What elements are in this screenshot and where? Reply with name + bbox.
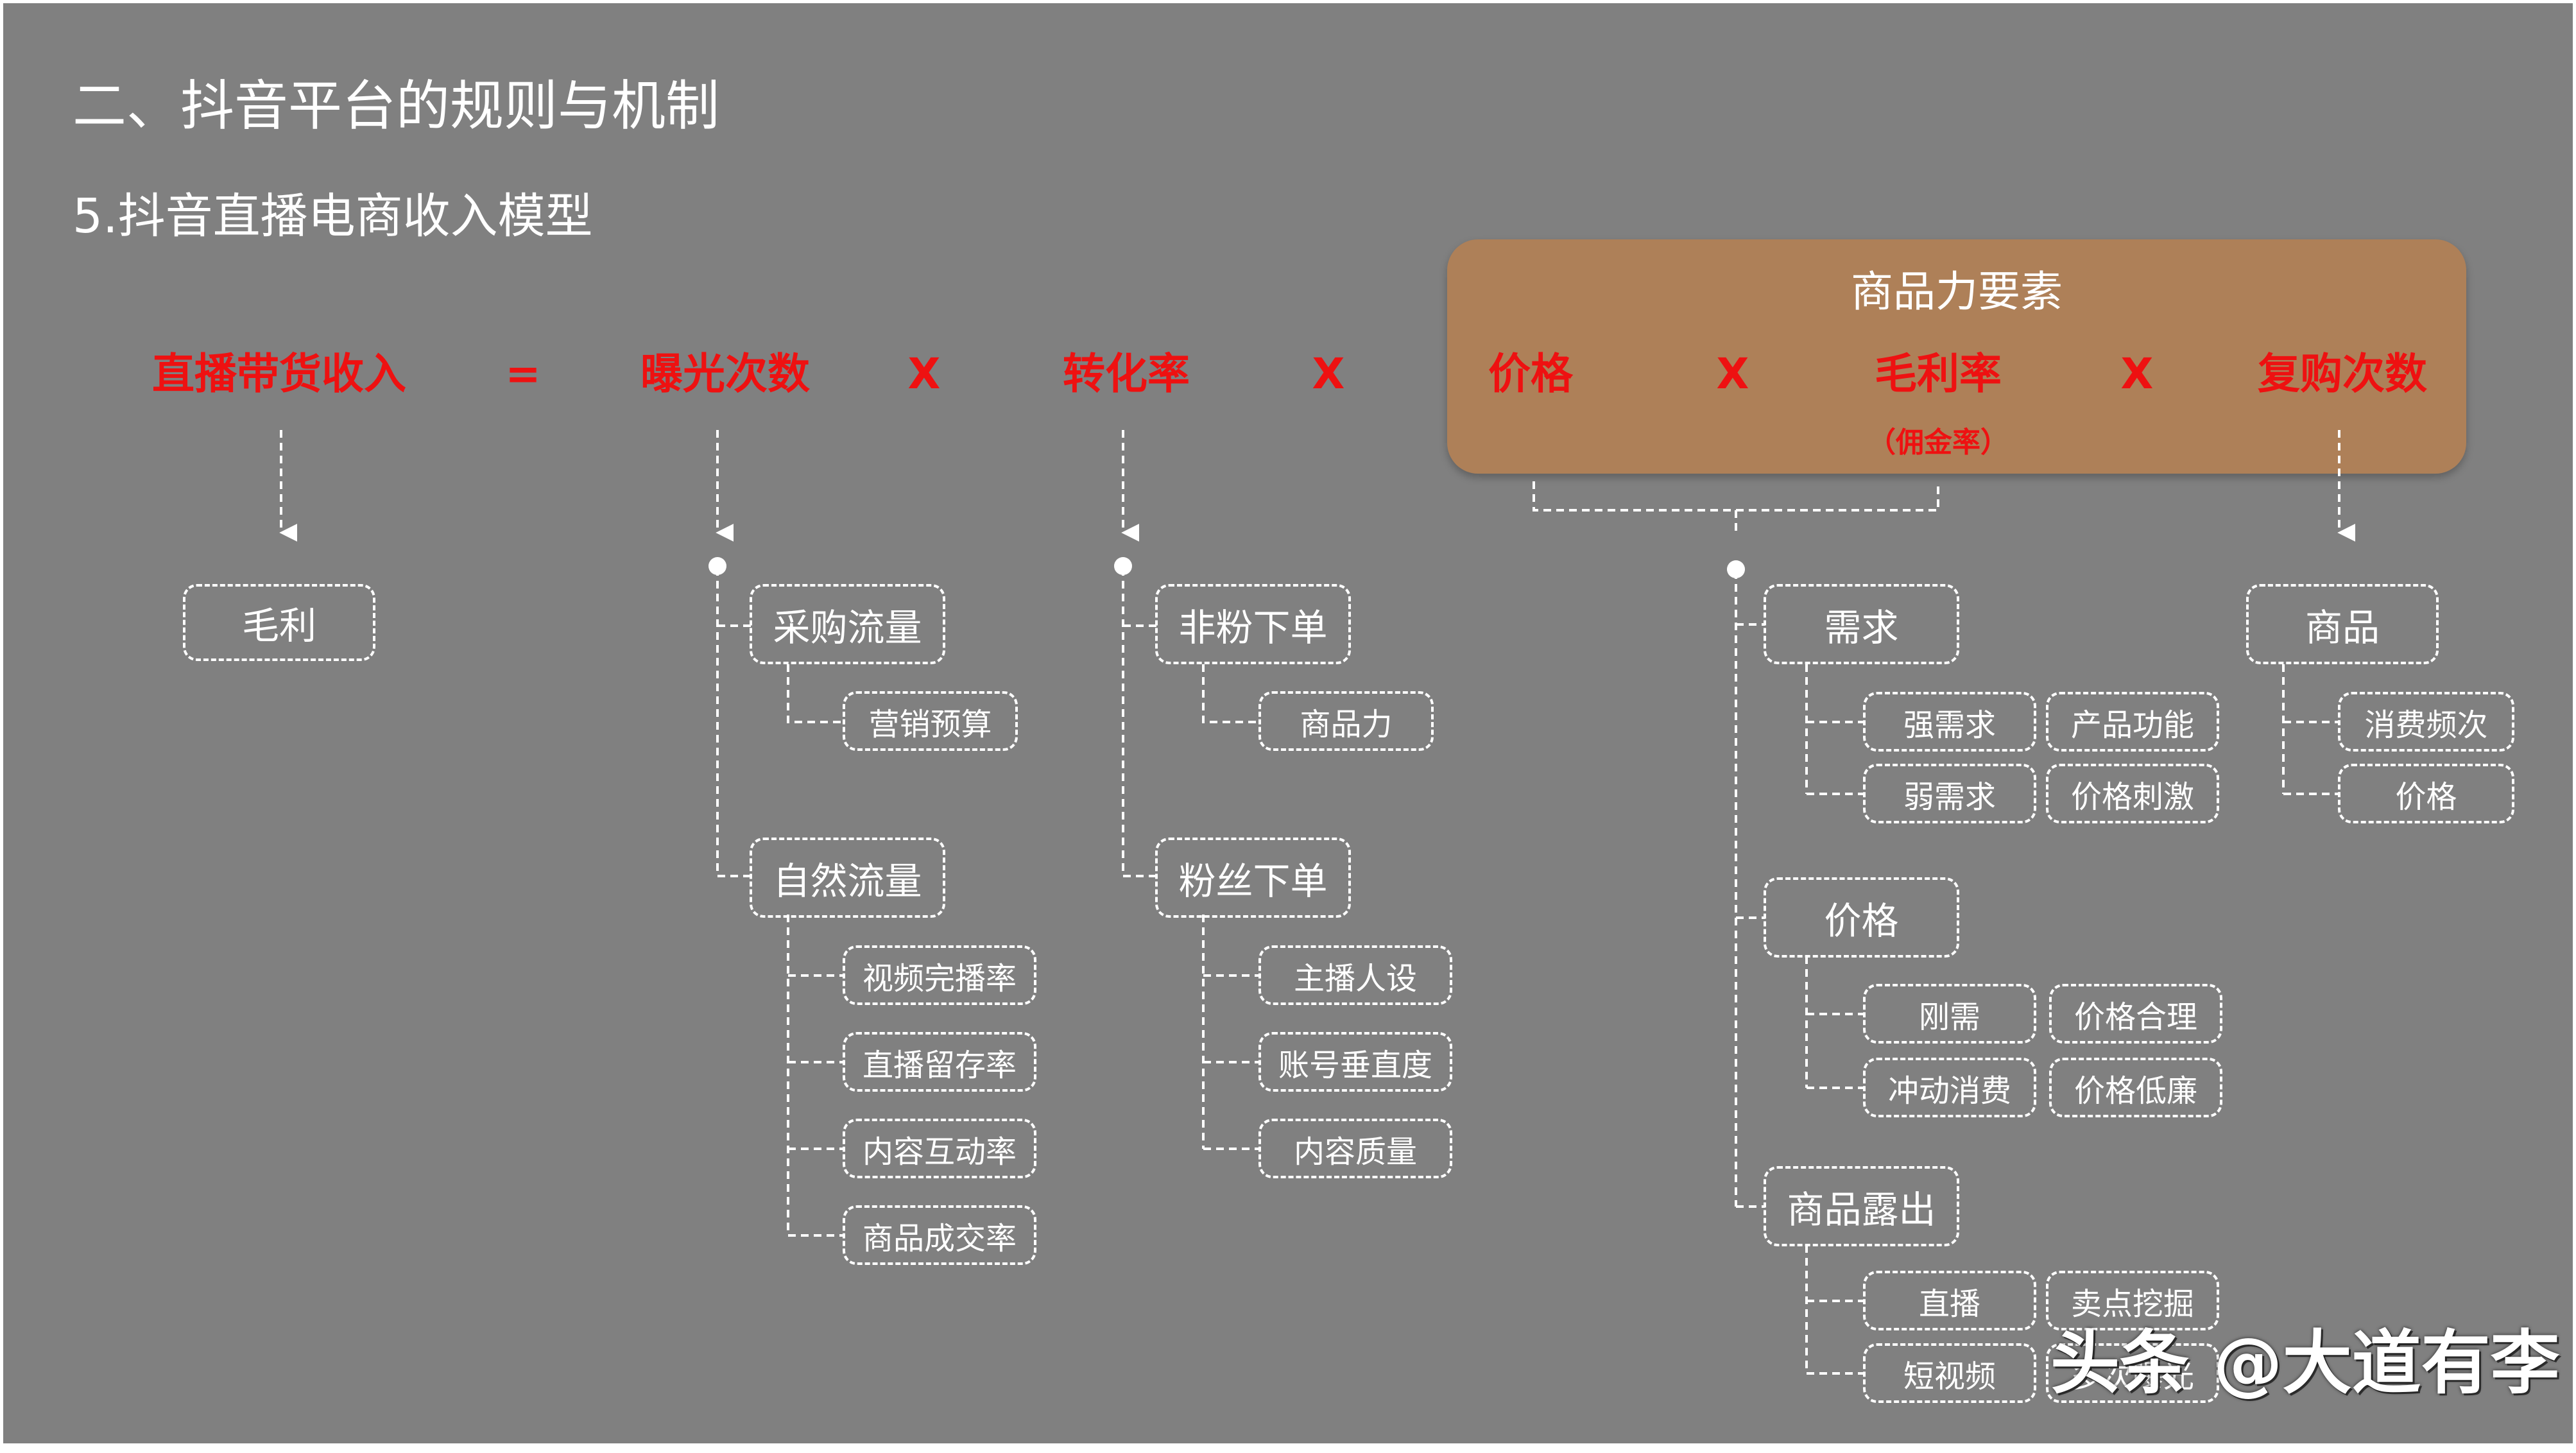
box-purchase-traffic: 采购流量 <box>750 584 945 664</box>
box-video-completion-rate: 视频完播率 <box>843 945 1036 1005</box>
term-revenue: 直播带货收入 <box>152 349 406 399</box>
product-factors-panel <box>1447 239 2466 474</box>
page-title: 二、抖音平台的规则与机制 <box>73 74 720 137</box>
box-demand: 需求 <box>1764 584 1959 664</box>
margin-note: （佣金率） <box>1868 426 2009 459</box>
box-price: 价格 <box>1764 877 1959 958</box>
box-account-verticality: 账号垂直度 <box>1258 1032 1452 1092</box>
box-product-strength: 商品力 <box>1258 691 1434 751</box>
connector-lines <box>279 430 2356 1375</box>
box-reasonable-price: 价格合理 <box>2049 984 2222 1044</box>
box-product-price: 价格 <box>2338 764 2514 823</box>
box-selling-point: 卖点挖掘 <box>2046 1271 2219 1330</box>
box-product-exposure: 商品露出 <box>1764 1166 1959 1246</box>
term-conversion: 转化率 <box>1063 349 1190 399</box>
operator-equals: = <box>505 349 541 399</box>
box-strong-demand: 强需求 <box>1863 692 2036 752</box>
operator-times-2: X <box>1312 349 1345 399</box>
box-profit: 毛利 <box>183 584 375 661</box>
box-short-video: 短视频 <box>1863 1343 2036 1403</box>
term-exposure: 曝光次数 <box>640 349 810 399</box>
product-factors-title: 商品力要素 <box>1851 267 2063 316</box>
box-livestream: 直播 <box>1863 1271 2036 1330</box>
term-repurchase: 复购次数 <box>2258 349 2427 399</box>
box-product-function: 产品功能 <box>2046 692 2219 752</box>
box-host-persona: 主播人设 <box>1258 945 1452 1005</box>
box-price-stimulus: 价格刺激 <box>2046 764 2219 823</box>
box-product: 商品 <box>2246 584 2439 664</box>
box-weak-demand: 弱需求 <box>1863 764 2036 823</box>
operator-times-1: X <box>907 349 941 399</box>
box-nonfan-orders: 非粉下单 <box>1155 584 1351 664</box>
term-price: 价格 <box>1488 349 1573 399</box>
box-product-conversion-rate: 商品成交率 <box>843 1205 1036 1265</box>
box-fan-orders: 粉丝下单 <box>1155 838 1351 918</box>
operator-times-4: X <box>2120 349 2154 399</box>
box-natural-traffic: 自然流量 <box>750 838 945 918</box>
operator-times-3: X <box>1716 349 1749 399</box>
term-margin: 毛利率 <box>1875 349 2002 399</box>
box-low-price: 价格低廉 <box>2049 1058 2222 1117</box>
section-subtitle: 5.抖音直播电商收入模型 <box>73 189 593 244</box>
box-live-retention-rate: 直播留存率 <box>843 1032 1036 1092</box>
box-marketing-budget: 营销预算 <box>843 691 1018 751</box>
box-impulse-buying: 冲动消费 <box>1863 1058 2036 1117</box>
box-content-quality: 内容质量 <box>1258 1119 1452 1178</box>
box-content-interaction-rate: 内容互动率 <box>843 1119 1036 1178</box>
watermark: 头条 @大道有李 <box>2050 1323 2560 1404</box>
box-consumption-frequency: 消费频次 <box>2338 692 2514 752</box>
box-essential-need: 刚需 <box>1863 984 2036 1044</box>
box-repeat-exposure: 多次曝光 <box>2046 1343 2219 1403</box>
slide: 二、抖音平台的规则与机制 5.抖音直播电商收入模型 商品力要素 直播带货收入 =… <box>3 3 2573 1443</box>
